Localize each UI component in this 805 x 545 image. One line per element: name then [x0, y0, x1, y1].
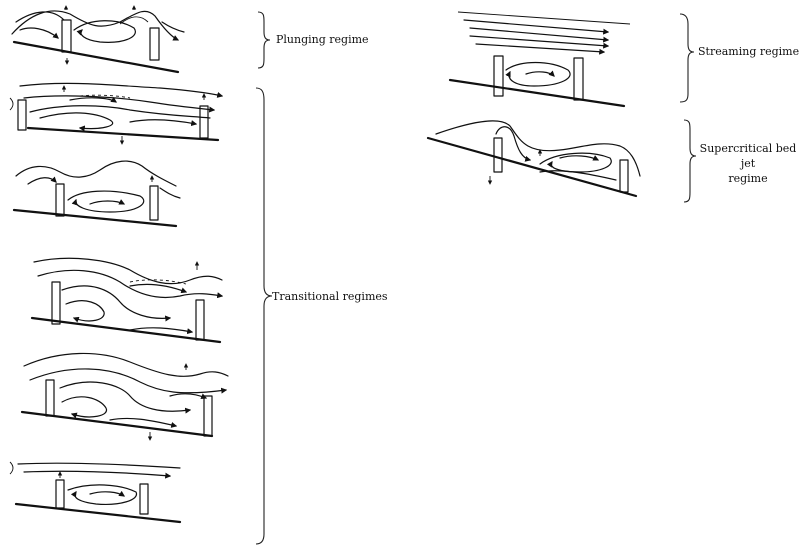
- plunging-brace: [258, 12, 270, 68]
- supercritical-regime-label: Supercritical bed jet regime: [692, 141, 804, 186]
- streaming-brace: [680, 14, 694, 102]
- transitional-regime-sketch-5: [10, 462, 180, 522]
- plunging-regime-sketch: [12, 6, 184, 72]
- transitional-regimes-label: Transitional regimes: [272, 289, 388, 304]
- transitional-regime-sketch-1: [10, 83, 222, 144]
- supercritical-label-line2: regime: [692, 171, 804, 186]
- transitional-regime-sketch-3: [32, 258, 222, 342]
- transitional-regime-sketch-4: [22, 353, 228, 440]
- supercritical-label-line1: Supercritical bed jet: [692, 141, 804, 171]
- transitional-brace: [256, 88, 272, 544]
- streaming-regime-sketch: [450, 12, 630, 106]
- streaming-regime-label: Streaming regime: [698, 44, 799, 59]
- transitional-regime-sketch-2: [14, 161, 180, 226]
- plunging-regime-label: Plunging regime: [276, 32, 369, 47]
- supercritical-regime-sketch: [428, 121, 640, 196]
